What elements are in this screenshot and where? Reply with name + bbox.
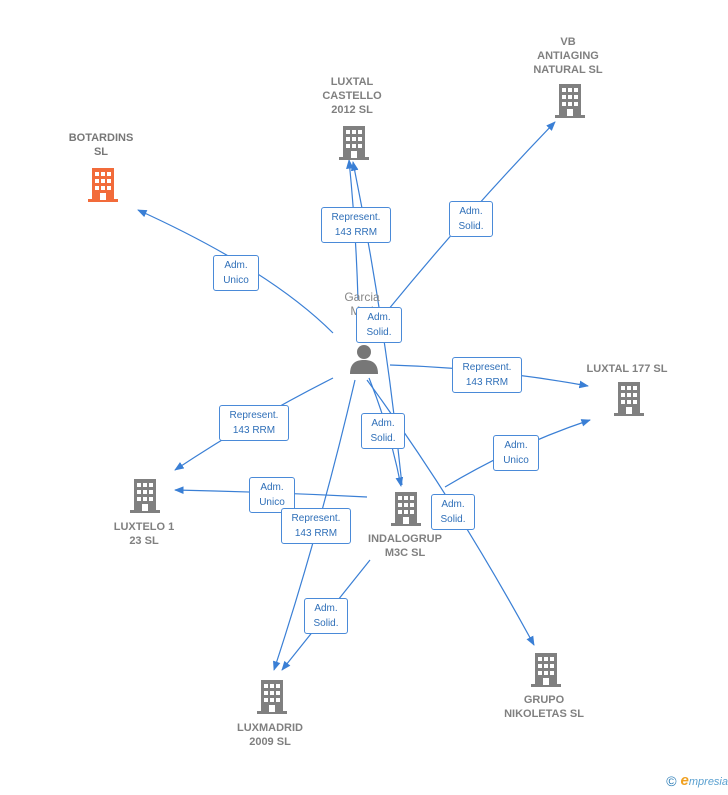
- building-icon-indalogrup[interactable]: [389, 490, 423, 531]
- footer-brand: © empresia: [666, 772, 728, 789]
- edge-label-represent-luxtal-castello: Represent. 143 RRM: [321, 207, 391, 243]
- brand-name: mpresia: [688, 776, 728, 788]
- edge-label-adm-unico-botardins: Adm. Unico: [213, 255, 259, 291]
- building-icon-luxmadrid[interactable]: [255, 678, 289, 719]
- person-icon[interactable]: [348, 343, 380, 380]
- brand-logo: empresia: [681, 772, 728, 789]
- edge-label-adm-solid-luxmadrid: Adm. Solid.: [304, 598, 348, 634]
- company-label-luxmadrid[interactable]: LUXMADRID 2009 SL: [237, 722, 303, 748]
- company-label-luxtal-177[interactable]: LUXTAL 177 SL: [586, 363, 668, 375]
- brand-initial: e: [680, 772, 689, 789]
- edge-label-adm-solid-vb-antiaging: Adm. Solid.: [449, 201, 493, 237]
- edge-label-represent-luxtelo: Represent. 143 RRM: [219, 405, 289, 441]
- company-label-indalogrup[interactable]: INDALOGRUP M3C SL: [368, 533, 442, 559]
- edge-label-adm-solid-indalogrup: Adm. Solid.: [361, 413, 405, 449]
- edge-label-adm-solid-person: Adm. Solid.: [356, 307, 402, 343]
- building-icon-vb-antiaging[interactable]: [553, 82, 587, 123]
- edge-label-adm-solid-grupo-nikoletas: Adm. Solid.: [431, 494, 475, 530]
- building-icon-luxtal-177[interactable]: [612, 380, 646, 421]
- copyright-symbol: ©: [666, 772, 677, 789]
- edge-label-adm-unico-luxtal-177: Adm. Unico: [493, 435, 539, 471]
- edge-label-adm-unico-luxtelo: Adm. Unico: [249, 477, 295, 513]
- building-icon-luxtal-castello[interactable]: [337, 124, 371, 165]
- company-label-vb-antiaging[interactable]: VB ANTIAGING NATURAL SL: [533, 36, 603, 76]
- building-icon-botardins[interactable]: [86, 166, 120, 207]
- company-label-botardins[interactable]: BOTARDINS SL: [68, 132, 134, 158]
- building-icon-luxtelo[interactable]: [128, 477, 162, 518]
- edge-label-represent-luxmadrid: Represent. 143 RRM: [281, 508, 351, 544]
- company-label-grupo-nikoletas[interactable]: GRUPO NIKOLETAS SL: [504, 694, 584, 720]
- building-icon-grupo-nikoletas[interactable]: [529, 651, 563, 692]
- edge-label-represent-luxtal-177: Represent. 143 RRM: [452, 357, 522, 393]
- edges-layer: [137, 121, 591, 671]
- company-label-luxtelo[interactable]: LUXTELO 1 23 SL: [113, 521, 175, 547]
- company-label-luxtal-castello[interactable]: LUXTAL CASTELLO 2012 SL: [322, 76, 382, 116]
